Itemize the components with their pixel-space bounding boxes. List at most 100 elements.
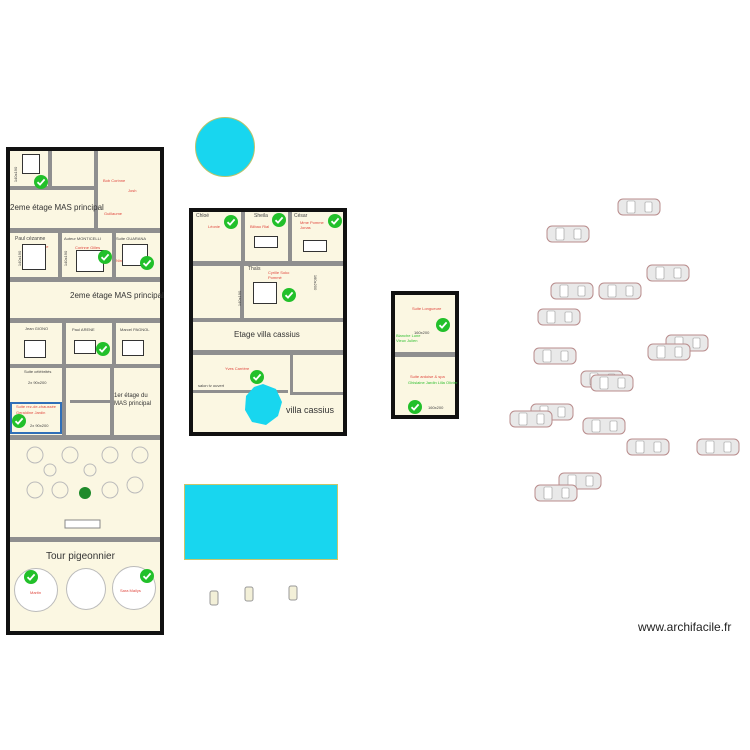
room-name: Suite célébrités [24, 369, 52, 374]
lounge-chair-icon [244, 586, 254, 602]
room-name: Jean GIONO [25, 326, 49, 331]
watermark[interactable]: www.archifacile.fr [638, 620, 732, 634]
room-name: César [294, 213, 308, 219]
bed-size: 140x190 [237, 290, 243, 307]
lounge-furniture [26, 446, 149, 529]
car-icon [550, 282, 594, 300]
check-icon [140, 256, 154, 270]
check-icon [328, 214, 342, 228]
wall [48, 151, 52, 189]
car-icon [598, 282, 642, 300]
second-floor-label: 2eme étage MAS principal [10, 203, 104, 212]
car-icon [582, 417, 626, 435]
check-icon [224, 215, 238, 229]
check-icon [408, 400, 422, 414]
room-name: Auteur MONTICELLI [64, 236, 101, 241]
check-icon [436, 318, 450, 332]
wall [10, 277, 160, 282]
bed [253, 282, 277, 304]
wall [94, 151, 98, 228]
wall [112, 320, 116, 366]
car-icon [647, 343, 691, 361]
bed-size: 140x190 [13, 166, 19, 183]
car-icon [509, 410, 553, 428]
room-name: Paul cézanne [15, 236, 46, 242]
lounge-chair-icon [209, 590, 219, 606]
second-floor-label: 2eme étage MAS principal [70, 291, 164, 300]
wall [290, 392, 343, 395]
wall [62, 366, 66, 436]
first-floor-label: 1er étage du MAS principal [114, 393, 152, 407]
guest-names: Blanche Lune Vieux Julien [396, 333, 421, 343]
wall [288, 212, 292, 262]
check-icon [24, 570, 38, 584]
check-icon [272, 213, 286, 227]
car-icon [617, 198, 661, 216]
guest-names: Guillaume [104, 211, 123, 216]
guest-names: Geraldine Jardin [16, 410, 46, 415]
villa-pool [245, 384, 282, 425]
check-icon [12, 414, 26, 428]
bed-size: 2x 90x200 [30, 423, 49, 428]
bed-size: 140x190 [63, 250, 69, 267]
wall [10, 364, 160, 368]
guest-names: Bilbao Rial [250, 224, 270, 229]
tower-label: Tour pigeonnier [46, 551, 115, 562]
car-icon [646, 264, 690, 282]
guest-names: Corinne Gilles [75, 245, 101, 250]
guest-names: Léonie [208, 224, 221, 229]
bed-size: 160x200 [428, 405, 444, 410]
guest-names: Josh [128, 188, 137, 193]
room-name: Suite ardoise & spa [410, 374, 445, 379]
wall [395, 352, 455, 357]
car-icon [590, 374, 634, 392]
villa-ground-label: villa cassius [286, 405, 335, 415]
round-pool [195, 117, 255, 177]
lounge-area [10, 440, 160, 536]
wall [58, 232, 62, 278]
check-icon [140, 569, 154, 583]
guest-names: Bob Corinne [103, 178, 126, 183]
bed-size: 160x200 [414, 330, 430, 335]
wall [241, 212, 245, 262]
car-icon [533, 347, 577, 365]
tower-room [66, 568, 106, 610]
room-name: Suite GUARANA [116, 236, 147, 241]
bed-size: 2x 90x200 [28, 380, 47, 385]
wall [70, 400, 112, 403]
room-name: Suite Longueure [412, 306, 442, 311]
car-icon [546, 225, 590, 243]
room-name: Chloé [196, 213, 210, 219]
villa-floor-label: Etage villa cassius [234, 330, 300, 339]
lounge-chair-icon [288, 585, 298, 601]
room-name: Paul ARENE [72, 327, 95, 332]
guest-names: Martin [30, 590, 42, 595]
bed [303, 240, 327, 252]
guest-names: Mme Pomme Jonas [300, 220, 324, 230]
car-icon [537, 308, 581, 326]
bed [22, 154, 40, 174]
wall [10, 537, 160, 542]
bed [74, 340, 96, 354]
bed [254, 236, 278, 248]
bed-size: 160x200 [313, 274, 319, 291]
wall [112, 232, 116, 278]
swimming-pool [184, 484, 338, 560]
car-icon [626, 438, 670, 456]
bed [22, 244, 46, 270]
check-icon [250, 370, 264, 384]
suite-highlight [10, 402, 62, 434]
check-icon [282, 288, 296, 302]
room-name: Thaïs [248, 266, 261, 272]
check-icon [34, 175, 48, 189]
check-icon [96, 342, 110, 356]
wall [193, 318, 343, 322]
wall [10, 318, 160, 323]
guest-names: Yves Carrière [225, 366, 250, 371]
wall [193, 390, 288, 393]
car-icon [696, 438, 740, 456]
room-name: Marcel PAGNOL [120, 327, 150, 332]
room-name: Suite rez-de-chaussée [16, 404, 57, 409]
wall [193, 350, 343, 355]
wall [290, 355, 293, 393]
